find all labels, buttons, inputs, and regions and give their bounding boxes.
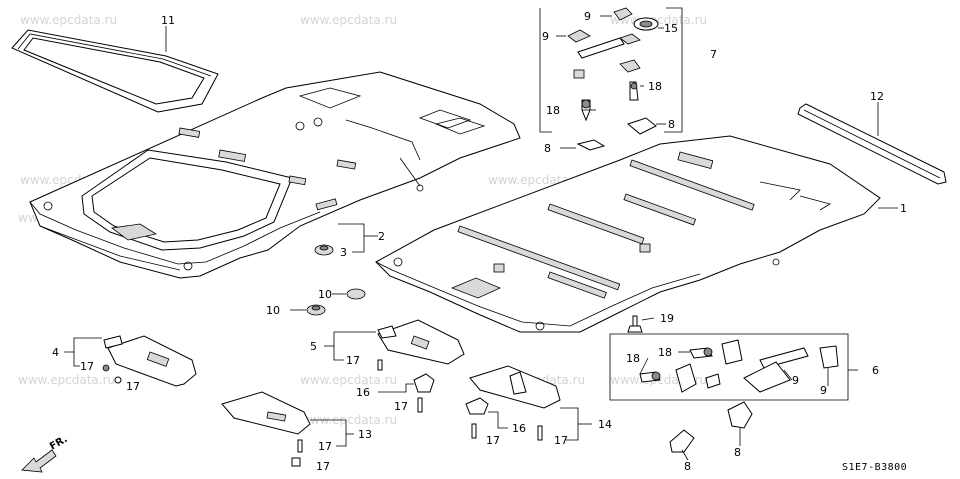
callout-8: 8 [684, 460, 691, 473]
diagram-code: S1E7-B3800 [842, 462, 907, 473]
callout-18: 18 [648, 80, 662, 93]
leader-lines [64, 15, 898, 461]
sun-visor-13 [221, 391, 311, 467]
headliner [375, 135, 881, 333]
grab-handle-assembly [539, 7, 683, 133]
clip-3 [314, 244, 334, 256]
callout-18: 18 [658, 346, 672, 359]
callout-6: 6 [872, 364, 879, 377]
callout-8: 8 [734, 446, 741, 459]
callout-3: 3 [340, 246, 347, 259]
callout-16: 16 [512, 422, 526, 435]
callout-19: 19 [660, 312, 674, 325]
callout-17: 17 [394, 400, 408, 413]
callout-7: 7 [710, 48, 717, 61]
callout-9: 9 [584, 10, 591, 23]
callout-9: 9 [792, 374, 799, 387]
clip-10 [306, 288, 366, 316]
front-direction-label: FR. [48, 434, 70, 453]
callout-9: 9 [820, 384, 827, 397]
sun-visor-14 [469, 365, 561, 441]
callout-4: 4 [52, 346, 59, 359]
clip [576, 117, 753, 453]
callout-17: 17 [126, 380, 140, 393]
callout-labels: 11 12 1 2 3 10 10 4 17 17 5 17 16 17 13 … [52, 10, 907, 473]
callout-13: 13 [358, 428, 372, 441]
callout-15: 15 [664, 22, 678, 35]
callout-18: 18 [546, 104, 560, 117]
watermark: www.epcdata.ru [300, 13, 397, 27]
callout-17: 17 [346, 354, 360, 367]
callout-9: 9 [542, 30, 549, 43]
callout-10: 10 [266, 304, 280, 317]
callout-8: 8 [544, 142, 551, 155]
sunroof-seal-frame [11, 29, 219, 113]
callout-17: 17 [318, 440, 332, 453]
callout-10: 10 [318, 288, 332, 301]
watermark: www.epcdata.ru [20, 13, 117, 27]
callout-1: 1 [900, 202, 907, 215]
callout-8: 8 [668, 118, 675, 131]
headliner-with-sunroof [29, 71, 521, 279]
callout-11: 11 [161, 14, 175, 27]
callout-12: 12 [870, 90, 884, 103]
callout-18: 18 [626, 352, 640, 365]
callout-16: 16 [356, 386, 370, 399]
trim-strip [797, 103, 947, 185]
grab-handle-kit [609, 333, 849, 401]
front-direction-arrow: FR. [21, 434, 70, 473]
visor-bracket [413, 373, 489, 439]
clip-19 [627, 315, 643, 333]
watermark: www.epcdata.ru [300, 373, 397, 387]
callout-14: 14 [598, 418, 612, 431]
watermark: www.epcdata.ru [18, 373, 115, 387]
callout-5: 5 [310, 340, 317, 353]
callout-17: 17 [486, 434, 500, 447]
watermark: www.epcdata.ru [300, 413, 397, 427]
callout-17: 17 [554, 434, 568, 447]
sun-visor [377, 319, 465, 371]
callout-17: 17 [80, 360, 94, 373]
callout-2: 2 [378, 230, 385, 243]
sun-visor-left [102, 335, 197, 387]
callout-17: 17 [316, 460, 330, 473]
